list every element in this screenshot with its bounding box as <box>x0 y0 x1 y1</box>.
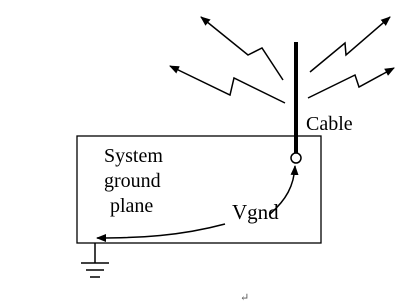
radiation-arrow-upper-right <box>309 16 391 73</box>
radiation-arrow-lower-left <box>169 65 286 104</box>
radiation-arrow-lower-right <box>307 67 395 99</box>
cable-label: Cable <box>306 113 353 135</box>
ground-plane-box <box>76 135 322 244</box>
paragraph-mark: ↵ <box>240 292 250 304</box>
ground-plane-label-line1: System <box>104 145 163 167</box>
cable-connection-point <box>290 152 302 164</box>
ground-plane-label-line3: plane <box>110 195 154 217</box>
vgnd-current-arrow-to-ground <box>96 223 226 242</box>
ground-plane-label-line2: ground <box>104 170 161 192</box>
ground-symbol-icon <box>81 243 109 278</box>
radiation-arrow-upper-left <box>200 16 284 81</box>
vgnd-label: Vgnd <box>232 200 279 224</box>
vgnd-current-arrow-to-cable <box>269 165 299 215</box>
